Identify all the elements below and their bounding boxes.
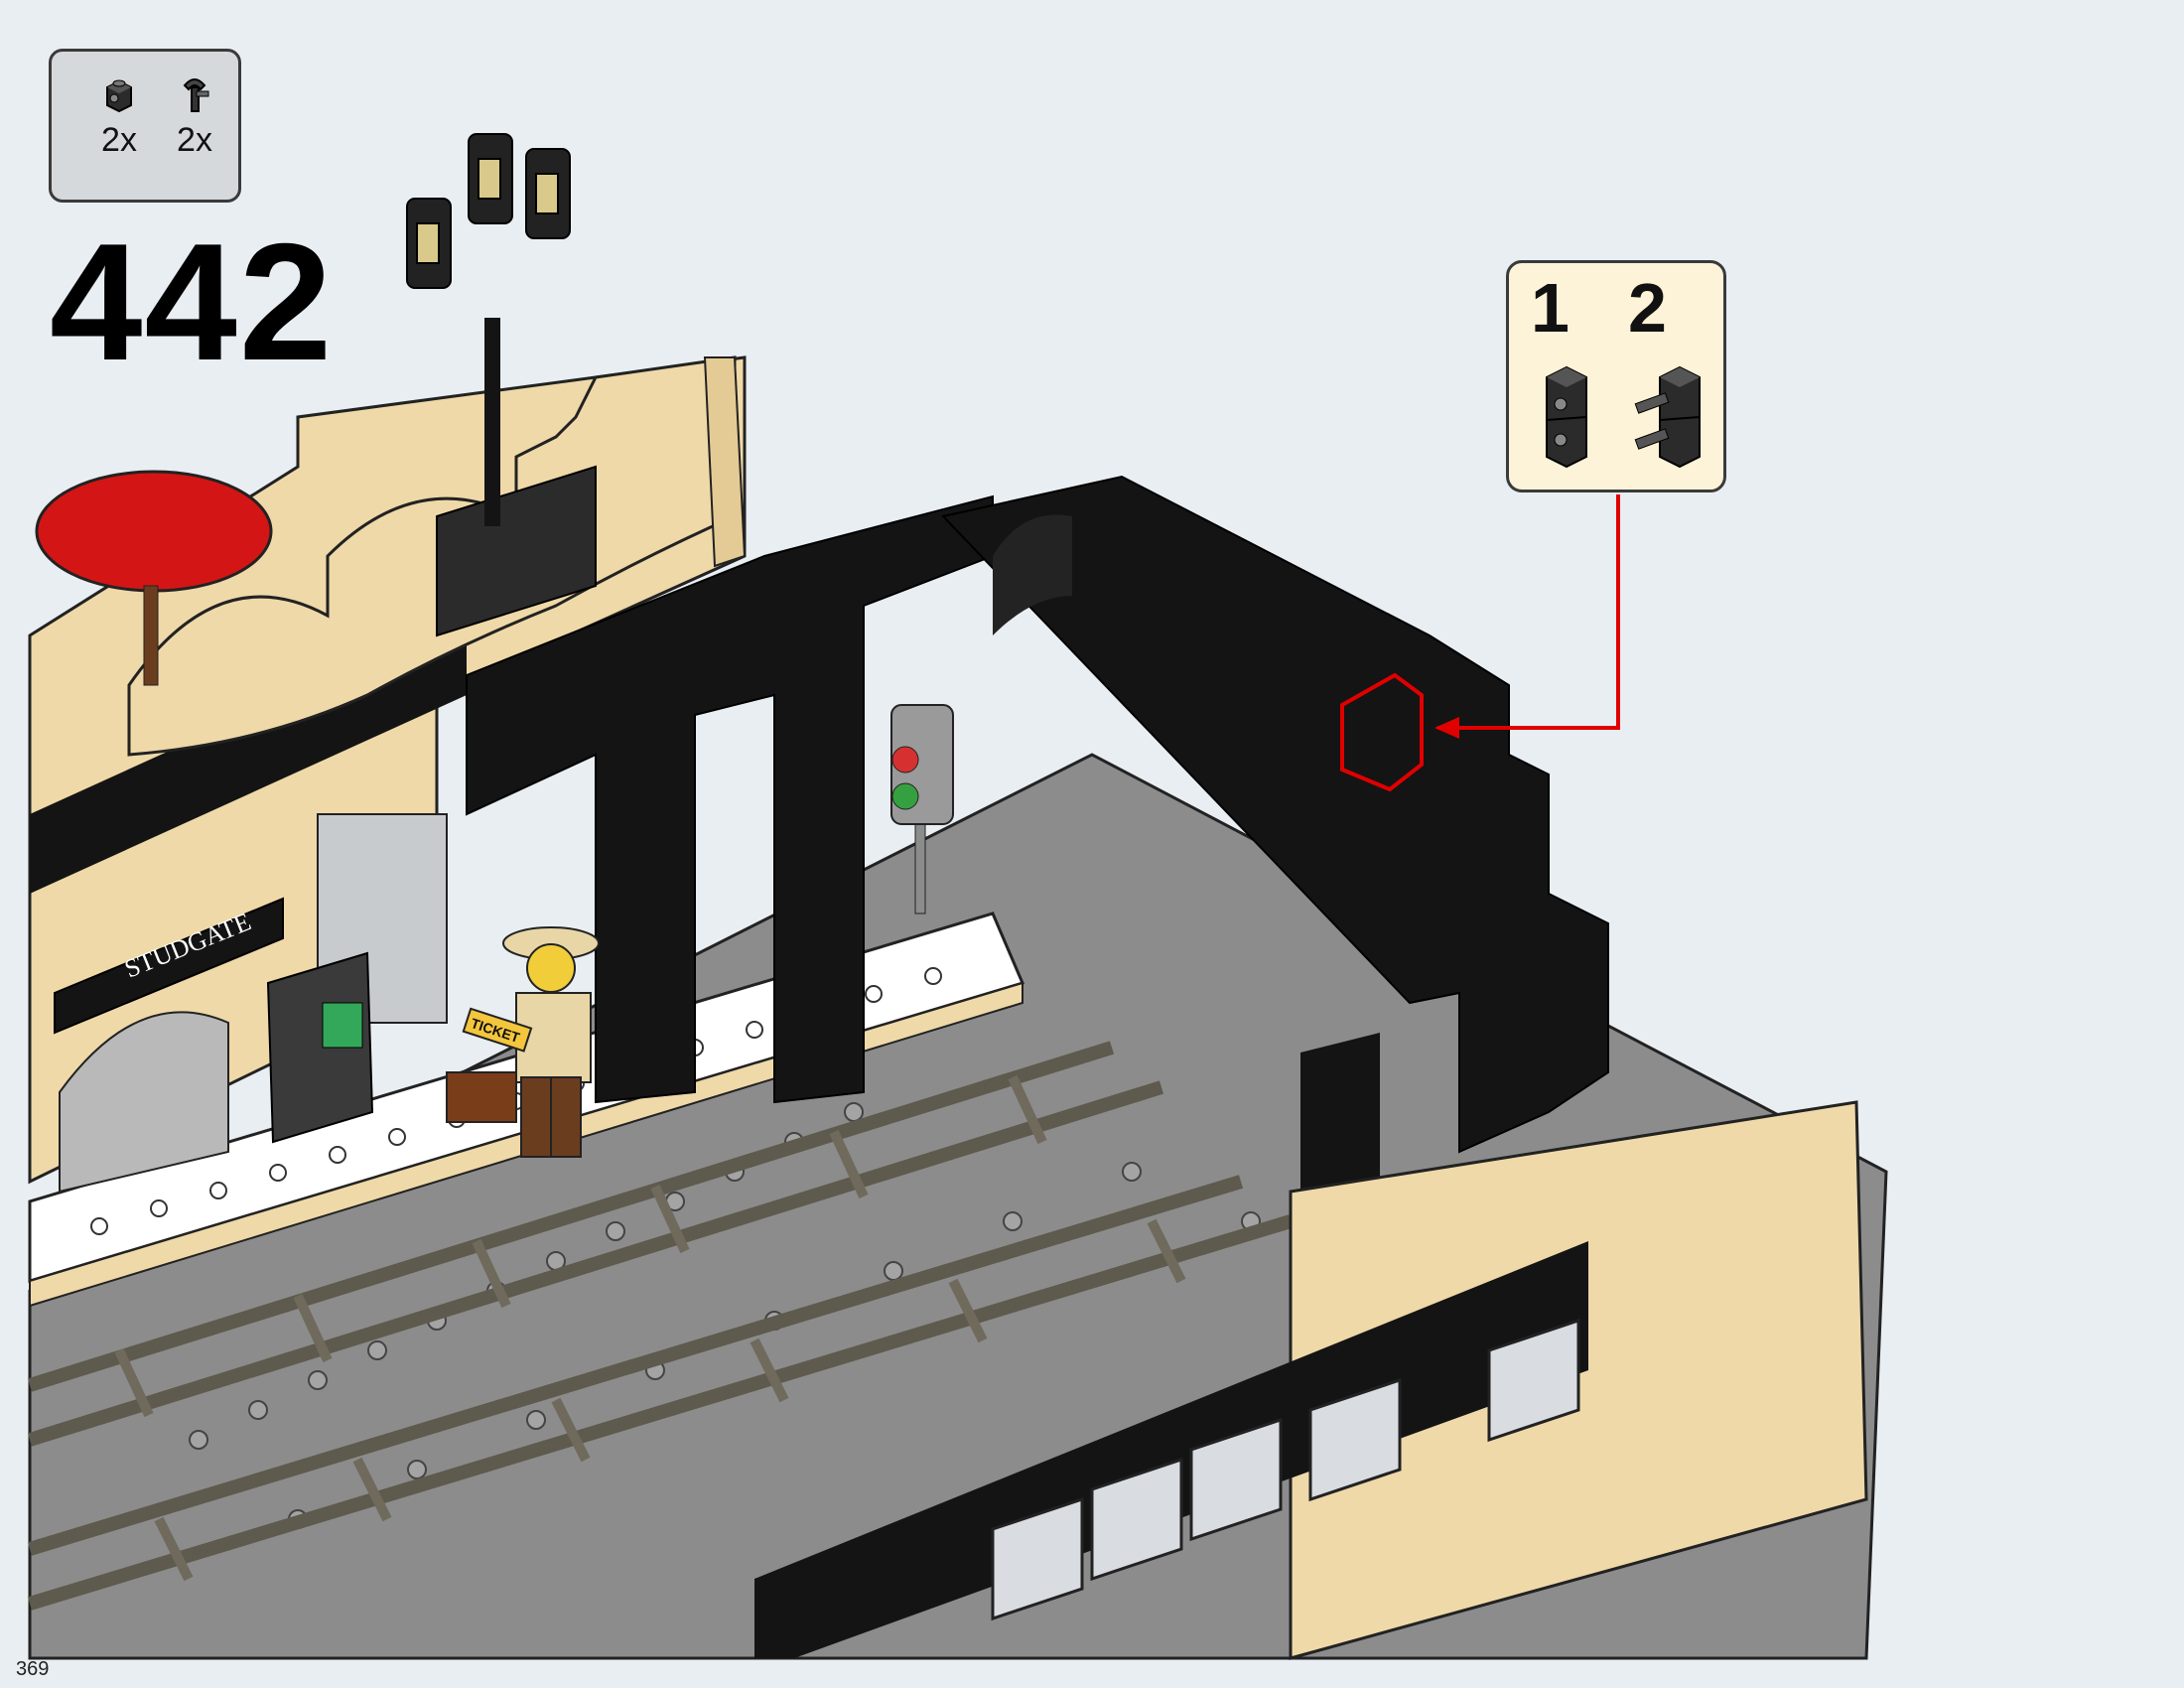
ticket-machine-screen (322, 1002, 363, 1049)
sub-step-number: 1 (1531, 269, 1570, 347)
page-number: 369 (16, 1658, 50, 1680)
highlight-outline (1340, 672, 1424, 792)
black-arch-bridge (941, 475, 1609, 1154)
roof-spire (703, 356, 747, 568)
umbrella-pole (143, 585, 159, 686)
track-sleepers (114, 1074, 1186, 1582)
ticket-machine (266, 951, 374, 1144)
minifigure: TICKET (446, 926, 600, 1158)
red-umbrella (35, 470, 273, 593)
part-quantity: 2x (101, 121, 137, 159)
station-archway (59, 1011, 229, 1194)
roof-railing (436, 465, 597, 637)
callout-arrowhead (1434, 717, 1459, 739)
lamp-heads (406, 133, 571, 289)
part-item: 2x (155, 73, 234, 160)
arch-curve (993, 514, 1072, 635)
right-windows (991, 1318, 1580, 1621)
bar-clip-icon (183, 78, 209, 112)
callout-line (1437, 494, 1620, 730)
brick-stack-icon (1546, 365, 1587, 469)
right-black-band (754, 1241, 1588, 1658)
sub-step-box: 1 2 (1506, 260, 1726, 492)
red-light (891, 746, 919, 774)
lamp-post (484, 318, 500, 526)
part-item: 2x (79, 73, 159, 160)
green-light (891, 782, 919, 810)
brick-with-clips-icon (1634, 365, 1701, 469)
train-tracks (27, 1041, 1294, 1611)
part-quantity: 2x (177, 121, 212, 159)
sub-step-number: 2 (1628, 269, 1667, 347)
parts-list-box: 2x 2x (49, 49, 241, 203)
step-number: 442 (50, 209, 335, 395)
roof-parapet (127, 355, 737, 757)
clip-brick-icon (106, 79, 132, 113)
